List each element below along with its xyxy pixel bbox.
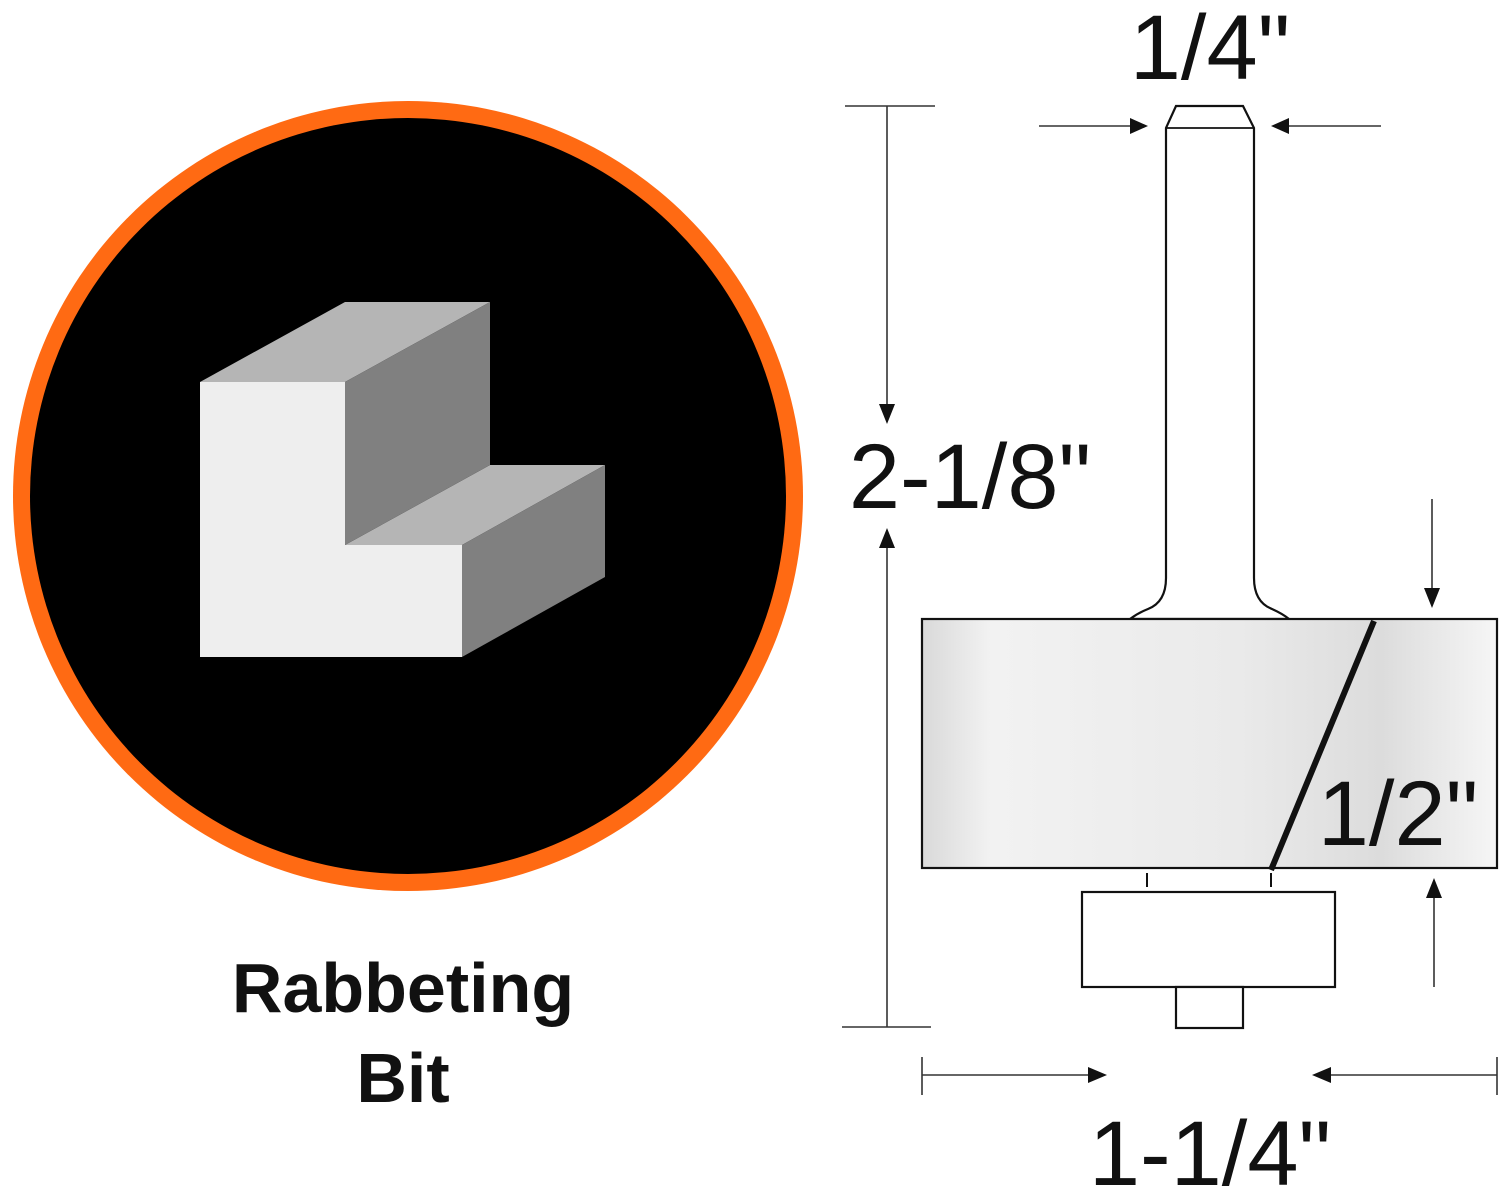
cut-height-arrow-down: [1424, 588, 1440, 608]
bearing-screw: [1174, 985, 1245, 1030]
shank-dia-arrow-right: [1130, 118, 1148, 134]
shank-dia-arrow-left: [1271, 118, 1289, 134]
l-block-icon: [200, 302, 605, 657]
rabbet-profile-icon: [13, 101, 803, 891]
caption-line-2: Bit: [356, 1039, 449, 1117]
block-side-face-tall: [345, 302, 490, 545]
overall-length-arrow-up: [879, 528, 895, 548]
block-front-face: [200, 382, 462, 657]
bit-cutter-body: [920, 617, 1499, 870]
block-top-face-step: [345, 465, 605, 545]
block-top-face-tall: [200, 302, 490, 382]
dimension-lines: [842, 105, 1498, 1095]
cut-dia-arrow-left: [1312, 1067, 1331, 1083]
bit-bearing: [1080, 890, 1337, 989]
cutter-edge-line: [1268, 619, 1377, 872]
block-side-face-step: [462, 465, 605, 657]
overall-length-arrow-down: [879, 404, 895, 424]
cutting-diameter-label: 1-1/4": [1089, 1103, 1331, 1198]
shank-diameter-label: 1/4": [1130, 0, 1291, 99]
router-bit-drawing: [920, 104, 1499, 1030]
bit-shank: [1126, 104, 1293, 621]
cut-dia-arrow-right: [1088, 1067, 1107, 1083]
cutting-height-label: 1/2": [1318, 763, 1479, 865]
cut-height-arrow-up: [1426, 878, 1442, 898]
caption-line-1: Rabbeting: [232, 949, 574, 1027]
overall-length-label: 2-1/8": [849, 426, 1091, 528]
